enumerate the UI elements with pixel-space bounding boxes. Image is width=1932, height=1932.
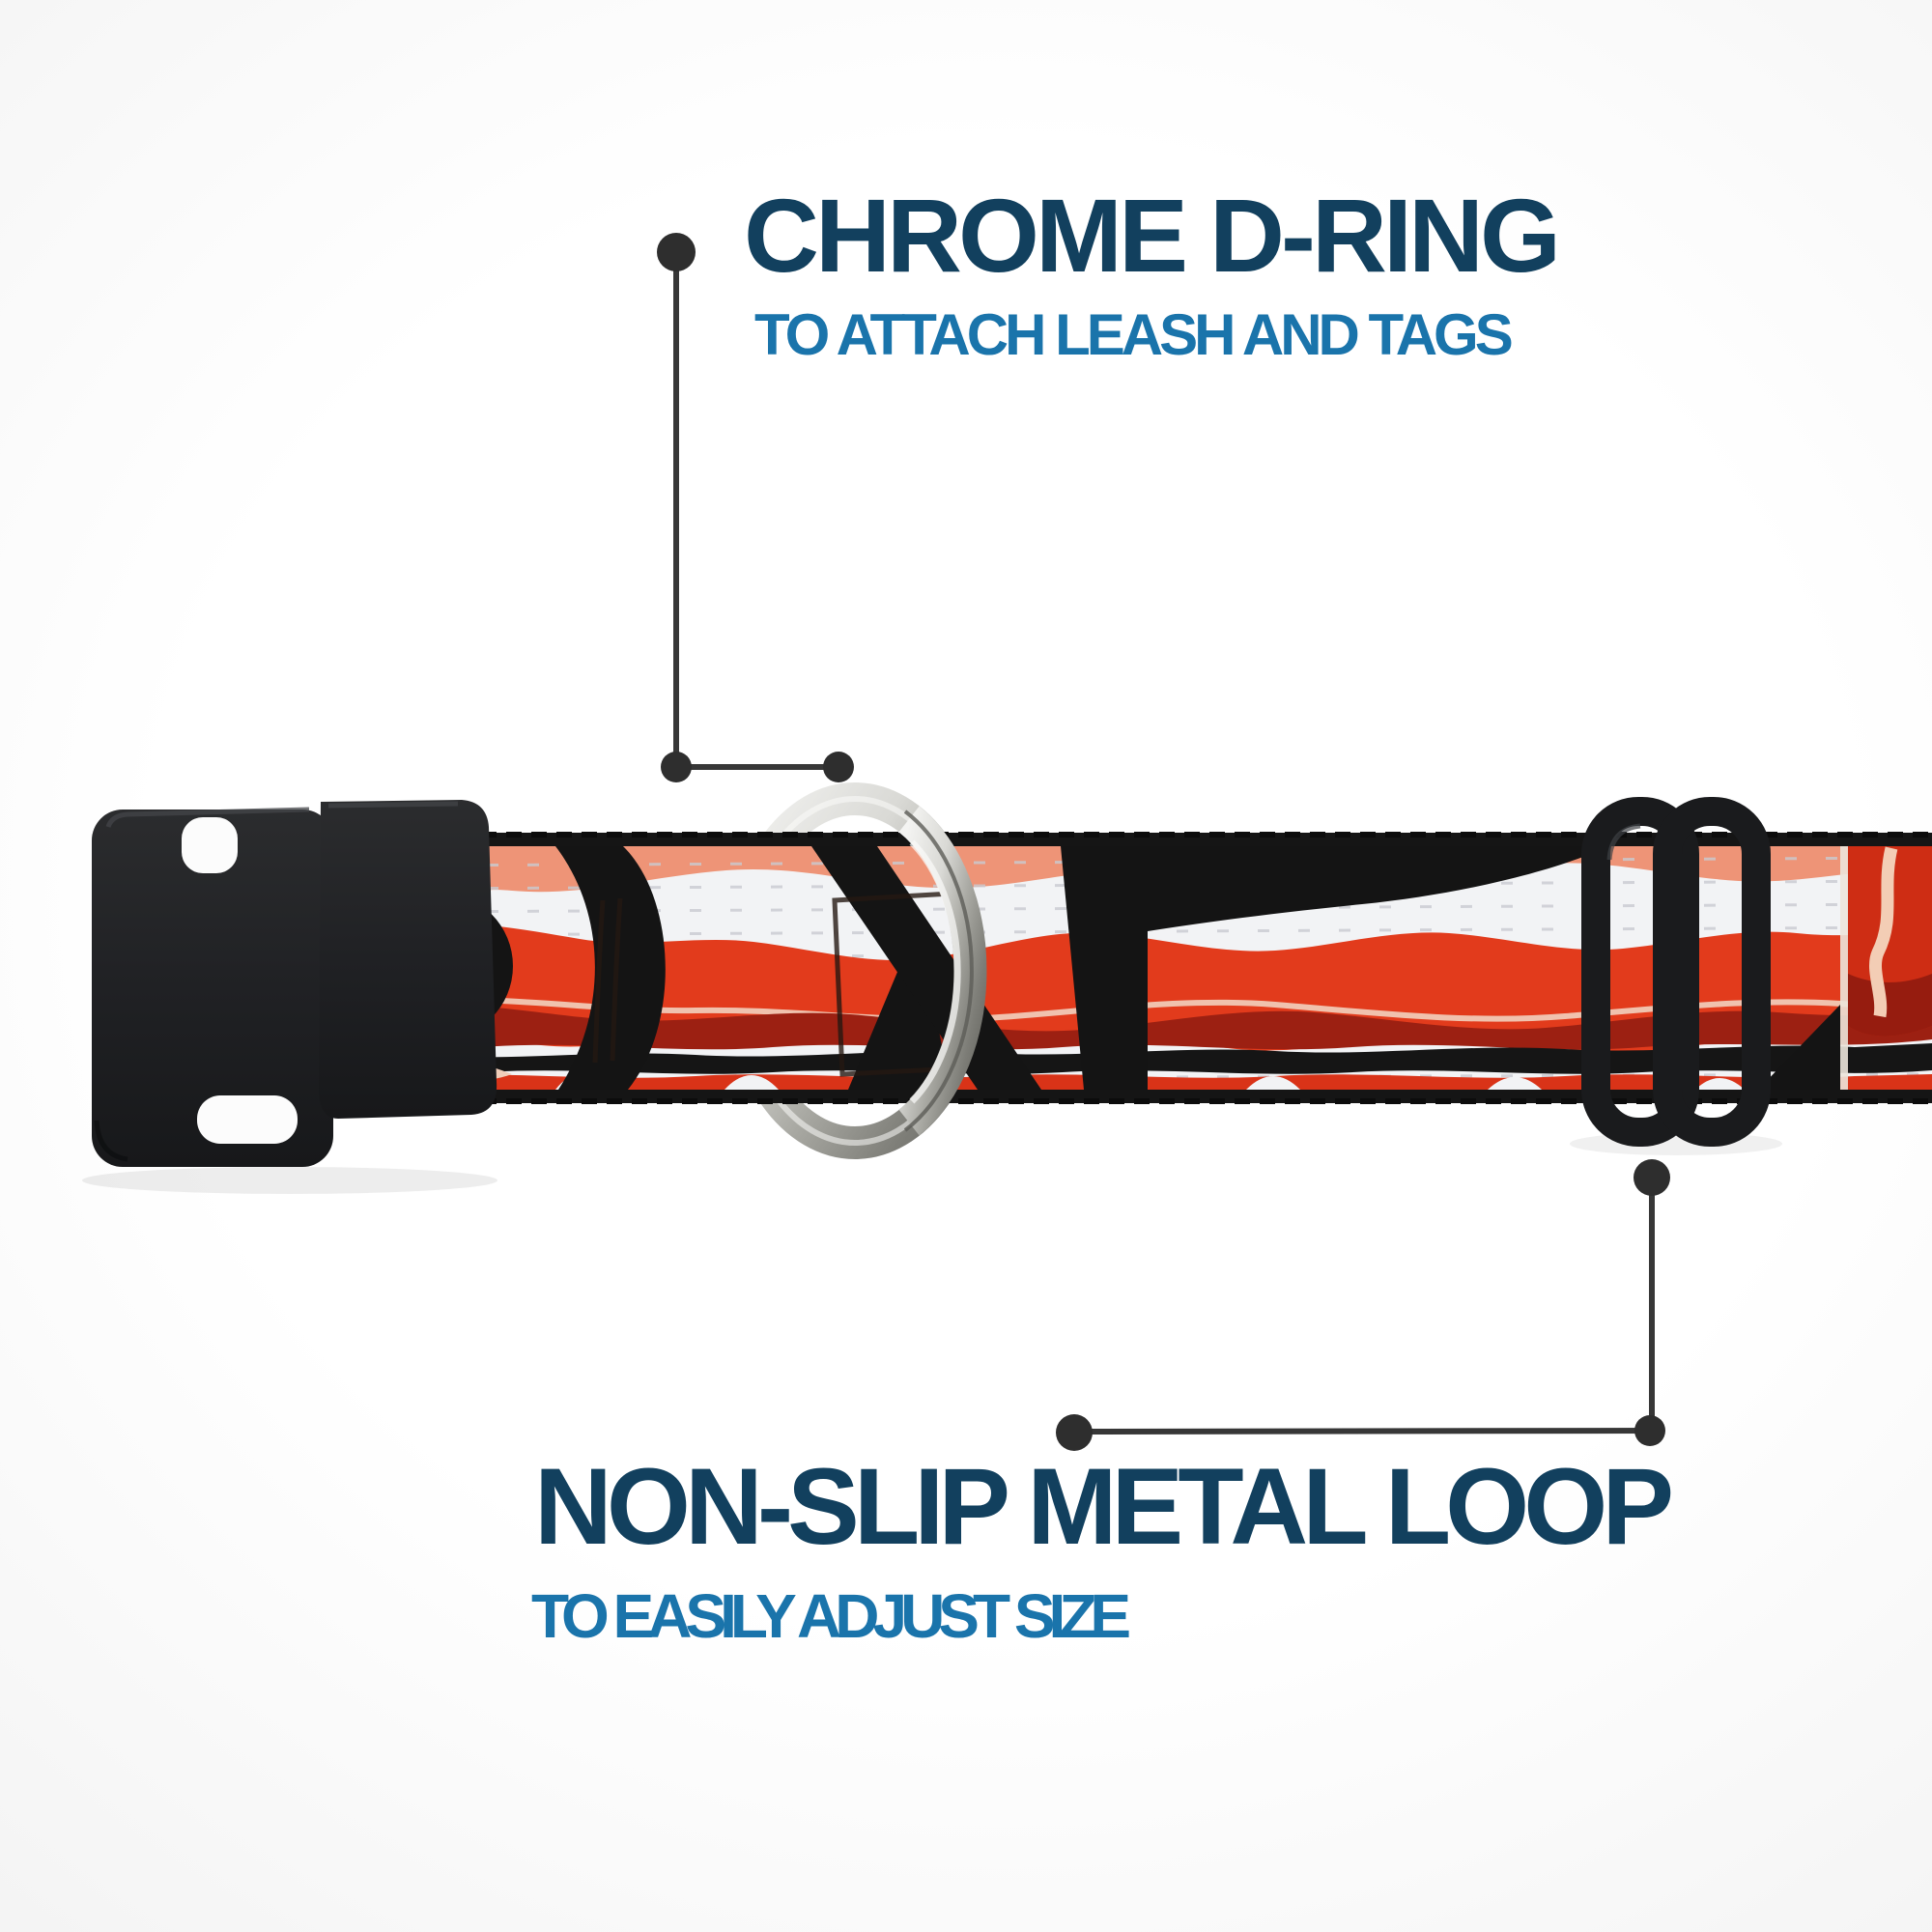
slider-shadow xyxy=(1570,1132,1782,1155)
leader-dot xyxy=(823,752,854,782)
loop-title: NON-SLIP METAL LOOP xyxy=(534,1446,1674,1567)
chrome-d-ring xyxy=(898,806,987,1136)
buckle-top-notch xyxy=(182,817,238,873)
leader-dot xyxy=(661,752,692,782)
loop-subtitle: TO EASILY ADJUST SIZE xyxy=(531,1581,1131,1651)
leader-dot xyxy=(1634,1159,1670,1196)
leader-dot xyxy=(1634,1415,1665,1446)
buckle-bottom-notch xyxy=(197,1095,298,1144)
loop-leader-line xyxy=(1073,1178,1655,1435)
loop-leader-dots xyxy=(1056,1159,1670,1451)
dring-leader-dots xyxy=(657,233,854,782)
dring-subtitle: TO ATTACH LEASH AND TAGS xyxy=(754,302,1514,367)
dring-leader-line xyxy=(673,252,838,770)
buckle xyxy=(92,800,497,1167)
metal-loop-slider xyxy=(1581,797,1771,1147)
dring-title: CHROME D-RING xyxy=(744,177,1561,294)
buckle-shadow xyxy=(82,1167,497,1194)
leader-dot xyxy=(1056,1414,1093,1451)
leader-dot xyxy=(657,233,696,271)
